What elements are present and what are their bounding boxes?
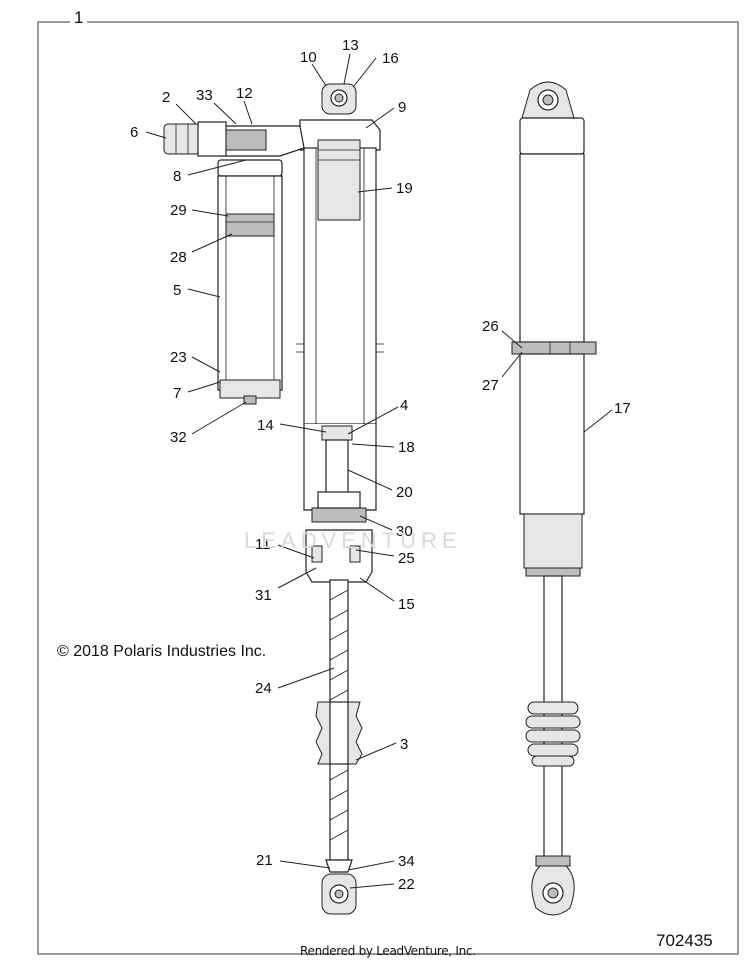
callout-6: 6 bbox=[130, 124, 138, 141]
callout-labels: 2 33 12 6 8 29 28 5 23 7 32 10 13 16 9 1… bbox=[130, 37, 631, 893]
callout-23: 23 bbox=[170, 349, 187, 366]
figure-frame bbox=[37, 21, 739, 955]
callout-16: 16 bbox=[382, 50, 399, 67]
assembled-body bbox=[519, 153, 585, 343]
top-eyelet bbox=[321, 83, 357, 115]
callout-32: 32 bbox=[170, 429, 187, 446]
sectioned-shock bbox=[296, 83, 384, 915]
assembled-shock bbox=[511, 81, 597, 916]
callout-18: 18 bbox=[398, 439, 415, 456]
floating-piston bbox=[317, 139, 361, 221]
callout-29: 29 bbox=[170, 202, 187, 219]
reservoir-piston bbox=[225, 213, 275, 237]
callout-3: 3 bbox=[400, 736, 408, 753]
callout-10: 10 bbox=[300, 49, 317, 66]
assembled-bumper bbox=[525, 701, 581, 767]
callout-12: 12 bbox=[236, 85, 253, 102]
adjuster-knob bbox=[163, 123, 201, 155]
reservoir bbox=[163, 121, 305, 405]
callout-24: 24 bbox=[255, 680, 272, 697]
callout-28: 28 bbox=[170, 249, 187, 266]
main-piston bbox=[311, 507, 367, 523]
callout-26: 26 bbox=[482, 318, 499, 335]
reservoir-tube bbox=[217, 175, 283, 391]
lower-body bbox=[519, 353, 585, 515]
callout-17: 17 bbox=[614, 400, 631, 417]
bottom-eyelet bbox=[321, 873, 357, 915]
callout-20: 20 bbox=[396, 484, 413, 501]
callout-7: 7 bbox=[173, 385, 181, 402]
callout-25: 25 bbox=[398, 550, 415, 567]
shaft-hatching bbox=[329, 589, 349, 841]
callout-21: 21 bbox=[256, 852, 273, 869]
callout-13: 13 bbox=[342, 37, 359, 54]
leader-lines bbox=[145, 53, 613, 889]
callout-19: 19 bbox=[396, 180, 413, 197]
callout-4: 4 bbox=[400, 397, 408, 414]
callout-31: 31 bbox=[255, 587, 272, 604]
callout-15: 15 bbox=[398, 596, 415, 613]
callout-33: 33 bbox=[196, 87, 213, 104]
rebound-bumper bbox=[321, 425, 353, 441]
reservoir-end-cap bbox=[219, 379, 281, 399]
callout-30: 30 bbox=[396, 523, 413, 540]
rendered-by-text: Rendered by LeadVenture, Inc. bbox=[300, 944, 476, 958]
copyright-notice: © 2018 Polaris Industries Inc. bbox=[57, 643, 267, 660]
callout-34: 34 bbox=[398, 853, 415, 870]
callout-9: 9 bbox=[398, 99, 406, 116]
watermark: LEADVENTURE bbox=[244, 528, 462, 553]
callout-27: 27 bbox=[482, 377, 499, 394]
callout-2: 2 bbox=[162, 89, 170, 106]
frame-number: 1 bbox=[70, 8, 88, 28]
callout-8: 8 bbox=[173, 168, 181, 185]
callout-5: 5 bbox=[173, 282, 181, 299]
drawing-number: 702435 bbox=[656, 931, 713, 950]
callout-14: 14 bbox=[257, 417, 274, 434]
callout-11: 11 bbox=[255, 536, 271, 553]
spring-collar bbox=[511, 341, 597, 355]
callout-22: 22 bbox=[398, 876, 415, 893]
